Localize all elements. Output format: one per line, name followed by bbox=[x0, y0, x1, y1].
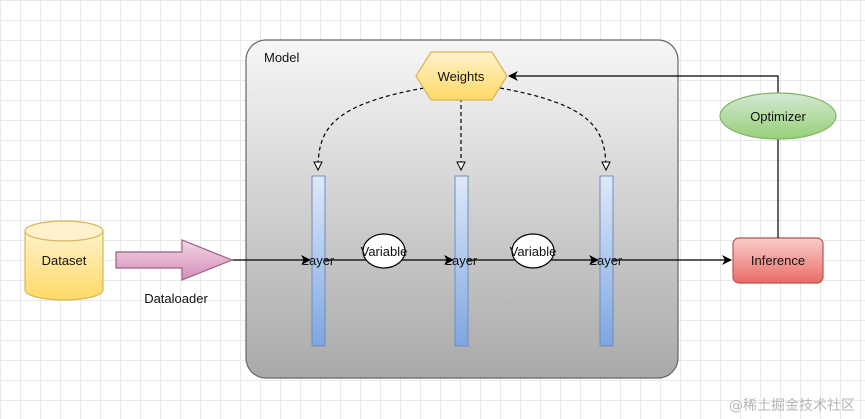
variable-label-1: Variable bbox=[361, 244, 408, 259]
layer-label-2: Layer bbox=[445, 253, 478, 268]
layer-bar-3[interactable] bbox=[599, 175, 614, 347]
model-label: Model bbox=[264, 50, 300, 65]
layer-bar-2[interactable] bbox=[454, 175, 469, 347]
dataset-node[interactable] bbox=[24, 220, 104, 301]
watermark: @稀土掘金技术社区 bbox=[729, 398, 855, 414]
variable-node-2[interactable] bbox=[511, 233, 555, 269]
weights-label: Weights bbox=[438, 69, 485, 84]
inference-label: Inference bbox=[751, 253, 805, 268]
layer-label-1: Layer bbox=[302, 253, 335, 268]
weights-to-layer-1-edge bbox=[318, 87, 425, 170]
optimizer-node[interactable] bbox=[719, 92, 837, 140]
layer-label-3: Layer bbox=[590, 253, 623, 268]
dataloader-arrow[interactable] bbox=[115, 239, 234, 281]
weights-to-layer-3-edge bbox=[499, 87, 606, 170]
inference-to-weights-edge bbox=[508, 71, 779, 238]
layer-bar-1[interactable] bbox=[311, 175, 326, 347]
dataloader-label: Dataloader bbox=[144, 291, 208, 306]
optimizer-label: Optimizer bbox=[750, 109, 806, 124]
variable-node-1[interactable] bbox=[362, 233, 406, 269]
variable-label-2: Variable bbox=[510, 244, 557, 259]
dataset-label: Dataset bbox=[42, 253, 87, 268]
weights-node[interactable] bbox=[415, 51, 508, 101]
